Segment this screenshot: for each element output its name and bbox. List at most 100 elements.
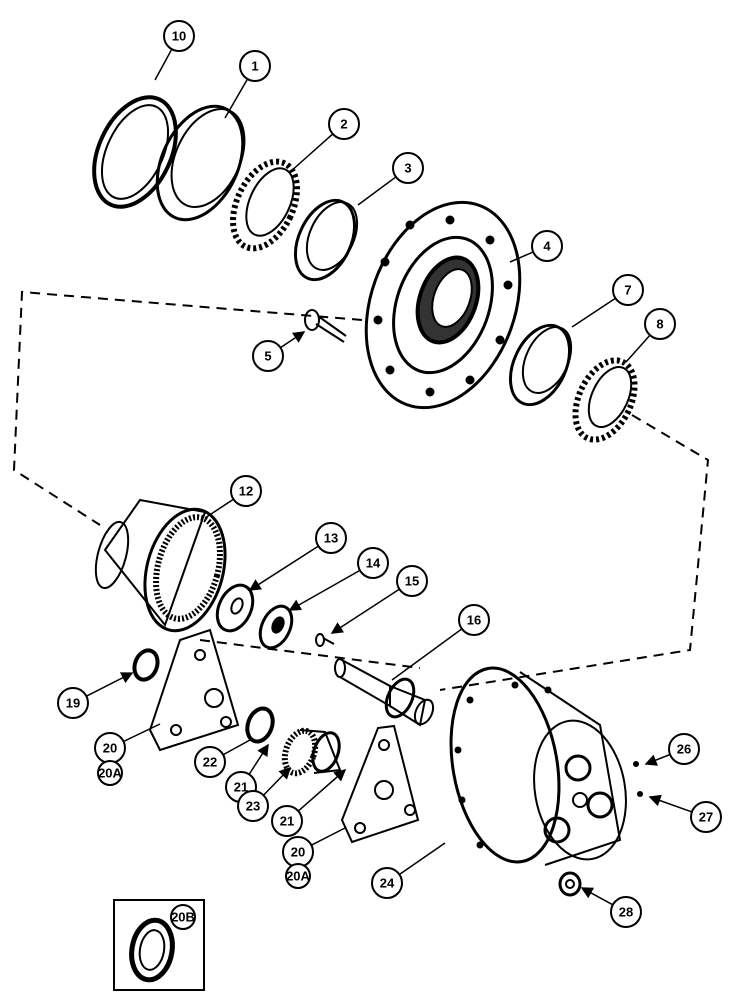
leader-line-2 <box>289 133 334 173</box>
callout-circle <box>97 760 123 786</box>
leader-line-20 <box>311 827 346 846</box>
callout-20a: 20A <box>285 863 311 889</box>
callout-22: 22 <box>194 746 226 778</box>
callout-12: 12 <box>230 475 262 507</box>
callout-8: 8 <box>644 308 676 340</box>
dashed-assembly-line <box>12 290 710 691</box>
callout-circle <box>163 20 195 52</box>
callout-label: 14 <box>366 556 381 571</box>
callout-21: 21 <box>271 805 303 837</box>
callout-circle <box>644 308 676 340</box>
callout-1: 1 <box>239 50 271 82</box>
callout-circle <box>328 108 360 140</box>
callout-label: 27 <box>699 810 713 825</box>
leader-line-8 <box>625 334 651 363</box>
callout-3: 3 <box>392 152 424 184</box>
leader-line-12 <box>204 498 234 519</box>
callout-label: 21 <box>280 814 294 829</box>
part-2-bearing-cone <box>230 158 300 252</box>
callout-label: 20A <box>98 766 122 781</box>
leader-line-4 <box>509 251 534 263</box>
callout-28: 28 <box>610 896 642 928</box>
callout-13: 13 <box>315 522 347 554</box>
callout-label: 12 <box>239 484 253 499</box>
callout-label: 26 <box>677 742 691 757</box>
callout-7: 7 <box>612 274 644 306</box>
callout-circle <box>392 152 424 184</box>
callout-circle <box>371 867 403 899</box>
callout-label: 24 <box>380 876 395 891</box>
callout-2: 2 <box>328 108 360 140</box>
callout-4: 4 <box>531 230 563 262</box>
callout-circle <box>315 522 347 554</box>
leader-line-7 <box>571 297 616 328</box>
part-3-bearing-cup <box>293 198 359 282</box>
leader-lines <box>86 48 693 906</box>
callout-20b: 20B <box>170 904 196 930</box>
part-5-stud-bolt <box>304 309 347 343</box>
part-15-screw <box>315 633 335 647</box>
callout-label: 8 <box>656 317 663 332</box>
callout-label: 5 <box>264 349 271 364</box>
leader-line-10 <box>154 48 173 81</box>
callout-label: 28 <box>619 905 633 920</box>
leader-line-16 <box>391 628 463 681</box>
callout-circle <box>237 790 269 822</box>
inset-20b <box>113 899 205 991</box>
part-26-plug <box>633 761 639 767</box>
part-12-ring-gear <box>94 498 227 633</box>
callout-circle <box>57 687 89 719</box>
callout-5: 5 <box>252 340 284 372</box>
callout-26: 26 <box>668 733 700 765</box>
callout-15: 15 <box>396 565 428 597</box>
leader-line-21 <box>248 743 269 775</box>
callout-circle <box>668 733 700 765</box>
callout-23: 23 <box>237 790 269 822</box>
part-16-drive-shaft <box>334 658 435 727</box>
leader-line-15 <box>330 588 400 634</box>
callout-circle <box>271 805 303 837</box>
callout-16: 16 <box>458 604 490 636</box>
leader-line-27 <box>648 794 693 813</box>
leader-line-1 <box>224 78 249 119</box>
callout-circle <box>285 863 311 889</box>
callout-label: 20 <box>103 741 117 756</box>
callout-label: 15 <box>405 574 419 589</box>
callout-10: 10 <box>163 20 195 52</box>
part-27-plug <box>637 791 643 797</box>
callout-circle <box>252 340 284 372</box>
part-8-bearing-cone <box>572 357 638 443</box>
leader-line-28 <box>580 887 614 906</box>
part-22-spacer <box>245 706 275 744</box>
part-14-washer <box>258 604 294 650</box>
callout-circle <box>230 475 262 507</box>
callout-label: 20B <box>171 910 195 925</box>
callout-20a: 20A <box>97 760 123 786</box>
callout-circle <box>610 896 642 928</box>
callout-circle <box>357 547 389 579</box>
callout-20: 20 <box>94 732 126 764</box>
part-1-bearing-cup <box>155 104 246 222</box>
callout-label: 16 <box>467 613 481 628</box>
callout-label: 1 <box>251 59 258 74</box>
part-7-bearing-cup <box>508 323 573 407</box>
callout-27: 27 <box>690 801 722 833</box>
part-13-thrust-washer <box>215 583 255 633</box>
callout-label: 7 <box>624 283 631 298</box>
leader-line-20 <box>123 723 161 743</box>
callout-24: 24 <box>371 867 403 899</box>
callout-label: 21 <box>234 780 248 795</box>
callout-label: 4 <box>543 239 551 254</box>
part-19-snap-ring <box>132 648 160 682</box>
callout-circle <box>396 565 428 597</box>
callout-label: 2 <box>340 117 347 132</box>
callout-label: 22 <box>203 755 217 770</box>
callout-19: 19 <box>57 687 89 719</box>
part-20-carrier-plate-upper <box>148 628 240 752</box>
callout-label: 19 <box>66 696 80 711</box>
callout-circle <box>531 230 563 262</box>
leader-line-19 <box>86 672 134 697</box>
callout-circle <box>170 904 196 930</box>
